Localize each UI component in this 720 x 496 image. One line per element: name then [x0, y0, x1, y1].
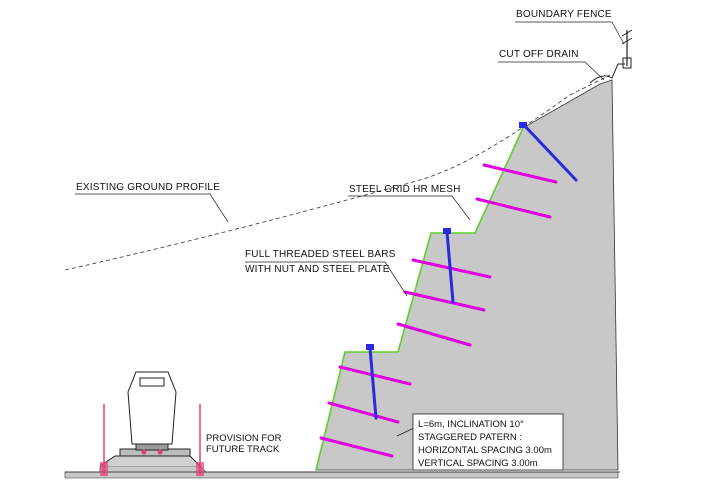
soil-nail: [319, 436, 394, 458]
soil-nail: [338, 365, 412, 386]
soil-nail: [403, 290, 486, 312]
spec-line-3: HORIZONTAL SPACING 3.00m: [418, 445, 552, 456]
soil-nail: [327, 401, 400, 424]
bar-heads: [366, 122, 527, 350]
label-provision-2: FUTURE TRACK: [206, 444, 280, 455]
soil-nail: [482, 163, 558, 184]
label-cut-off-drain: CUT OFF DRAIN: [499, 49, 579, 60]
steel-grid-mesh: [315, 127, 524, 471]
long-bar: [445, 230, 455, 304]
train-car-body: [127, 371, 177, 445]
soil-nail: [475, 197, 552, 219]
track-ballast: [99, 455, 201, 467]
label-provision-1: PROVISION FOR: [206, 433, 282, 444]
cut-off-drain-shape: [589, 63, 625, 84]
spec-line-2: STAGGERED PATERN :: [418, 432, 522, 443]
long-bars: [368, 122, 578, 420]
long-bar: [521, 122, 578, 182]
spec-line-4: VERTICAL SPACING 3.00m: [418, 458, 538, 469]
spec-box: [412, 413, 564, 471]
label-steel-grid: STEEL GRID HR MESH: [349, 184, 461, 195]
spec-line-1: L=6m, INCLINATION 10°: [418, 419, 524, 430]
label-existing-ground-profile: EXISTING GROUND PROFILE: [76, 182, 220, 193]
train-car-window: [139, 377, 165, 387]
long-bar: [368, 346, 378, 420]
leader-lines: [75, 21, 625, 437]
train-bogie: [135, 443, 169, 451]
railway-track-and-train: [99, 371, 201, 467]
label-boundary-fence: BOUNDARY FENCE: [516, 9, 612, 20]
label-threaded-bars-1: FULL THREADED STEEL BARS: [245, 249, 396, 260]
boundary-fence-icon: [621, 29, 633, 69]
wheel-markers: [141, 449, 163, 455]
soil-nail: [396, 322, 472, 347]
track-post-bases: [100, 462, 204, 476]
label-threaded-bars-2: WITH NUT AND STEEL PLATE: [245, 264, 390, 275]
existing-ground-profile-line: [64, 74, 611, 271]
